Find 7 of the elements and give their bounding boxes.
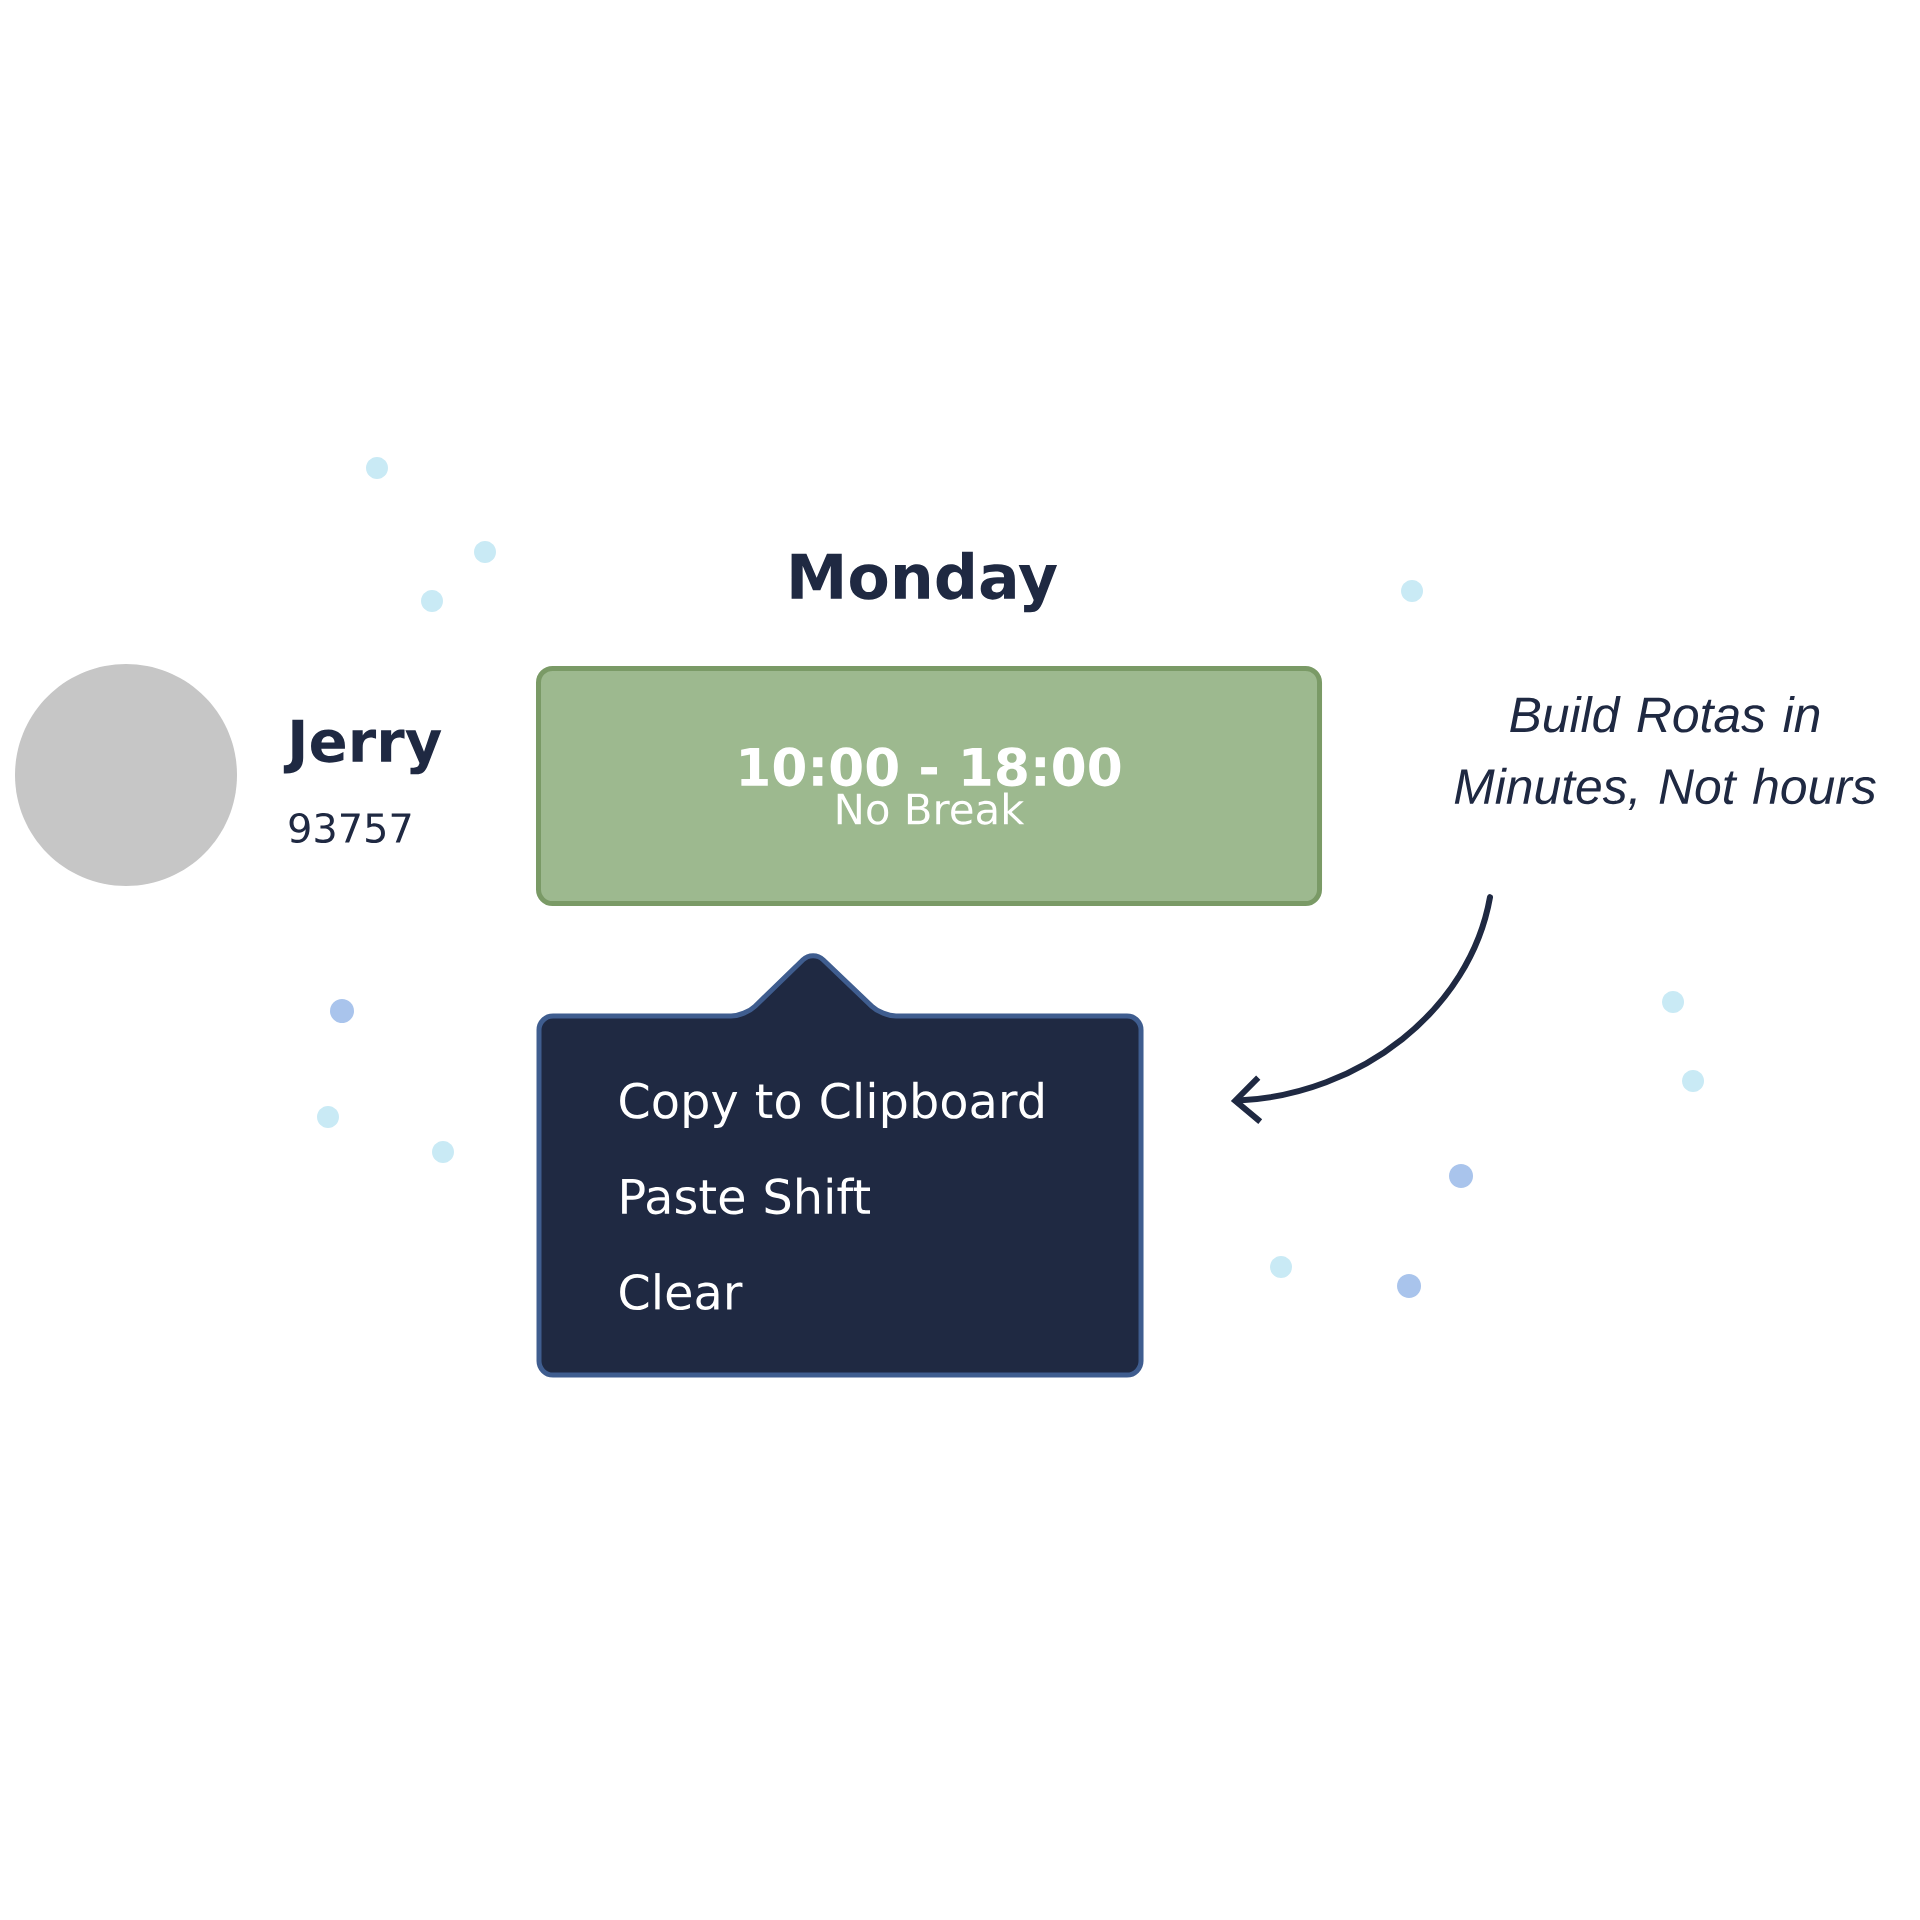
day-heading: Monday	[791, 551, 1058, 613]
employee-id: 93757	[289, 812, 411, 844]
shift-box: 10:00 - 18:00 No Break	[536, 666, 1323, 906]
context-menu: Copy to Clipboard Paste Shift Clear	[536, 953, 1144, 1378]
employee-name: Jerry	[283, 719, 442, 775]
handwritten-note: Build Rotas in Minutes, Not hours	[1454, 695, 1876, 811]
curved-arrow	[1230, 894, 1493, 1124]
